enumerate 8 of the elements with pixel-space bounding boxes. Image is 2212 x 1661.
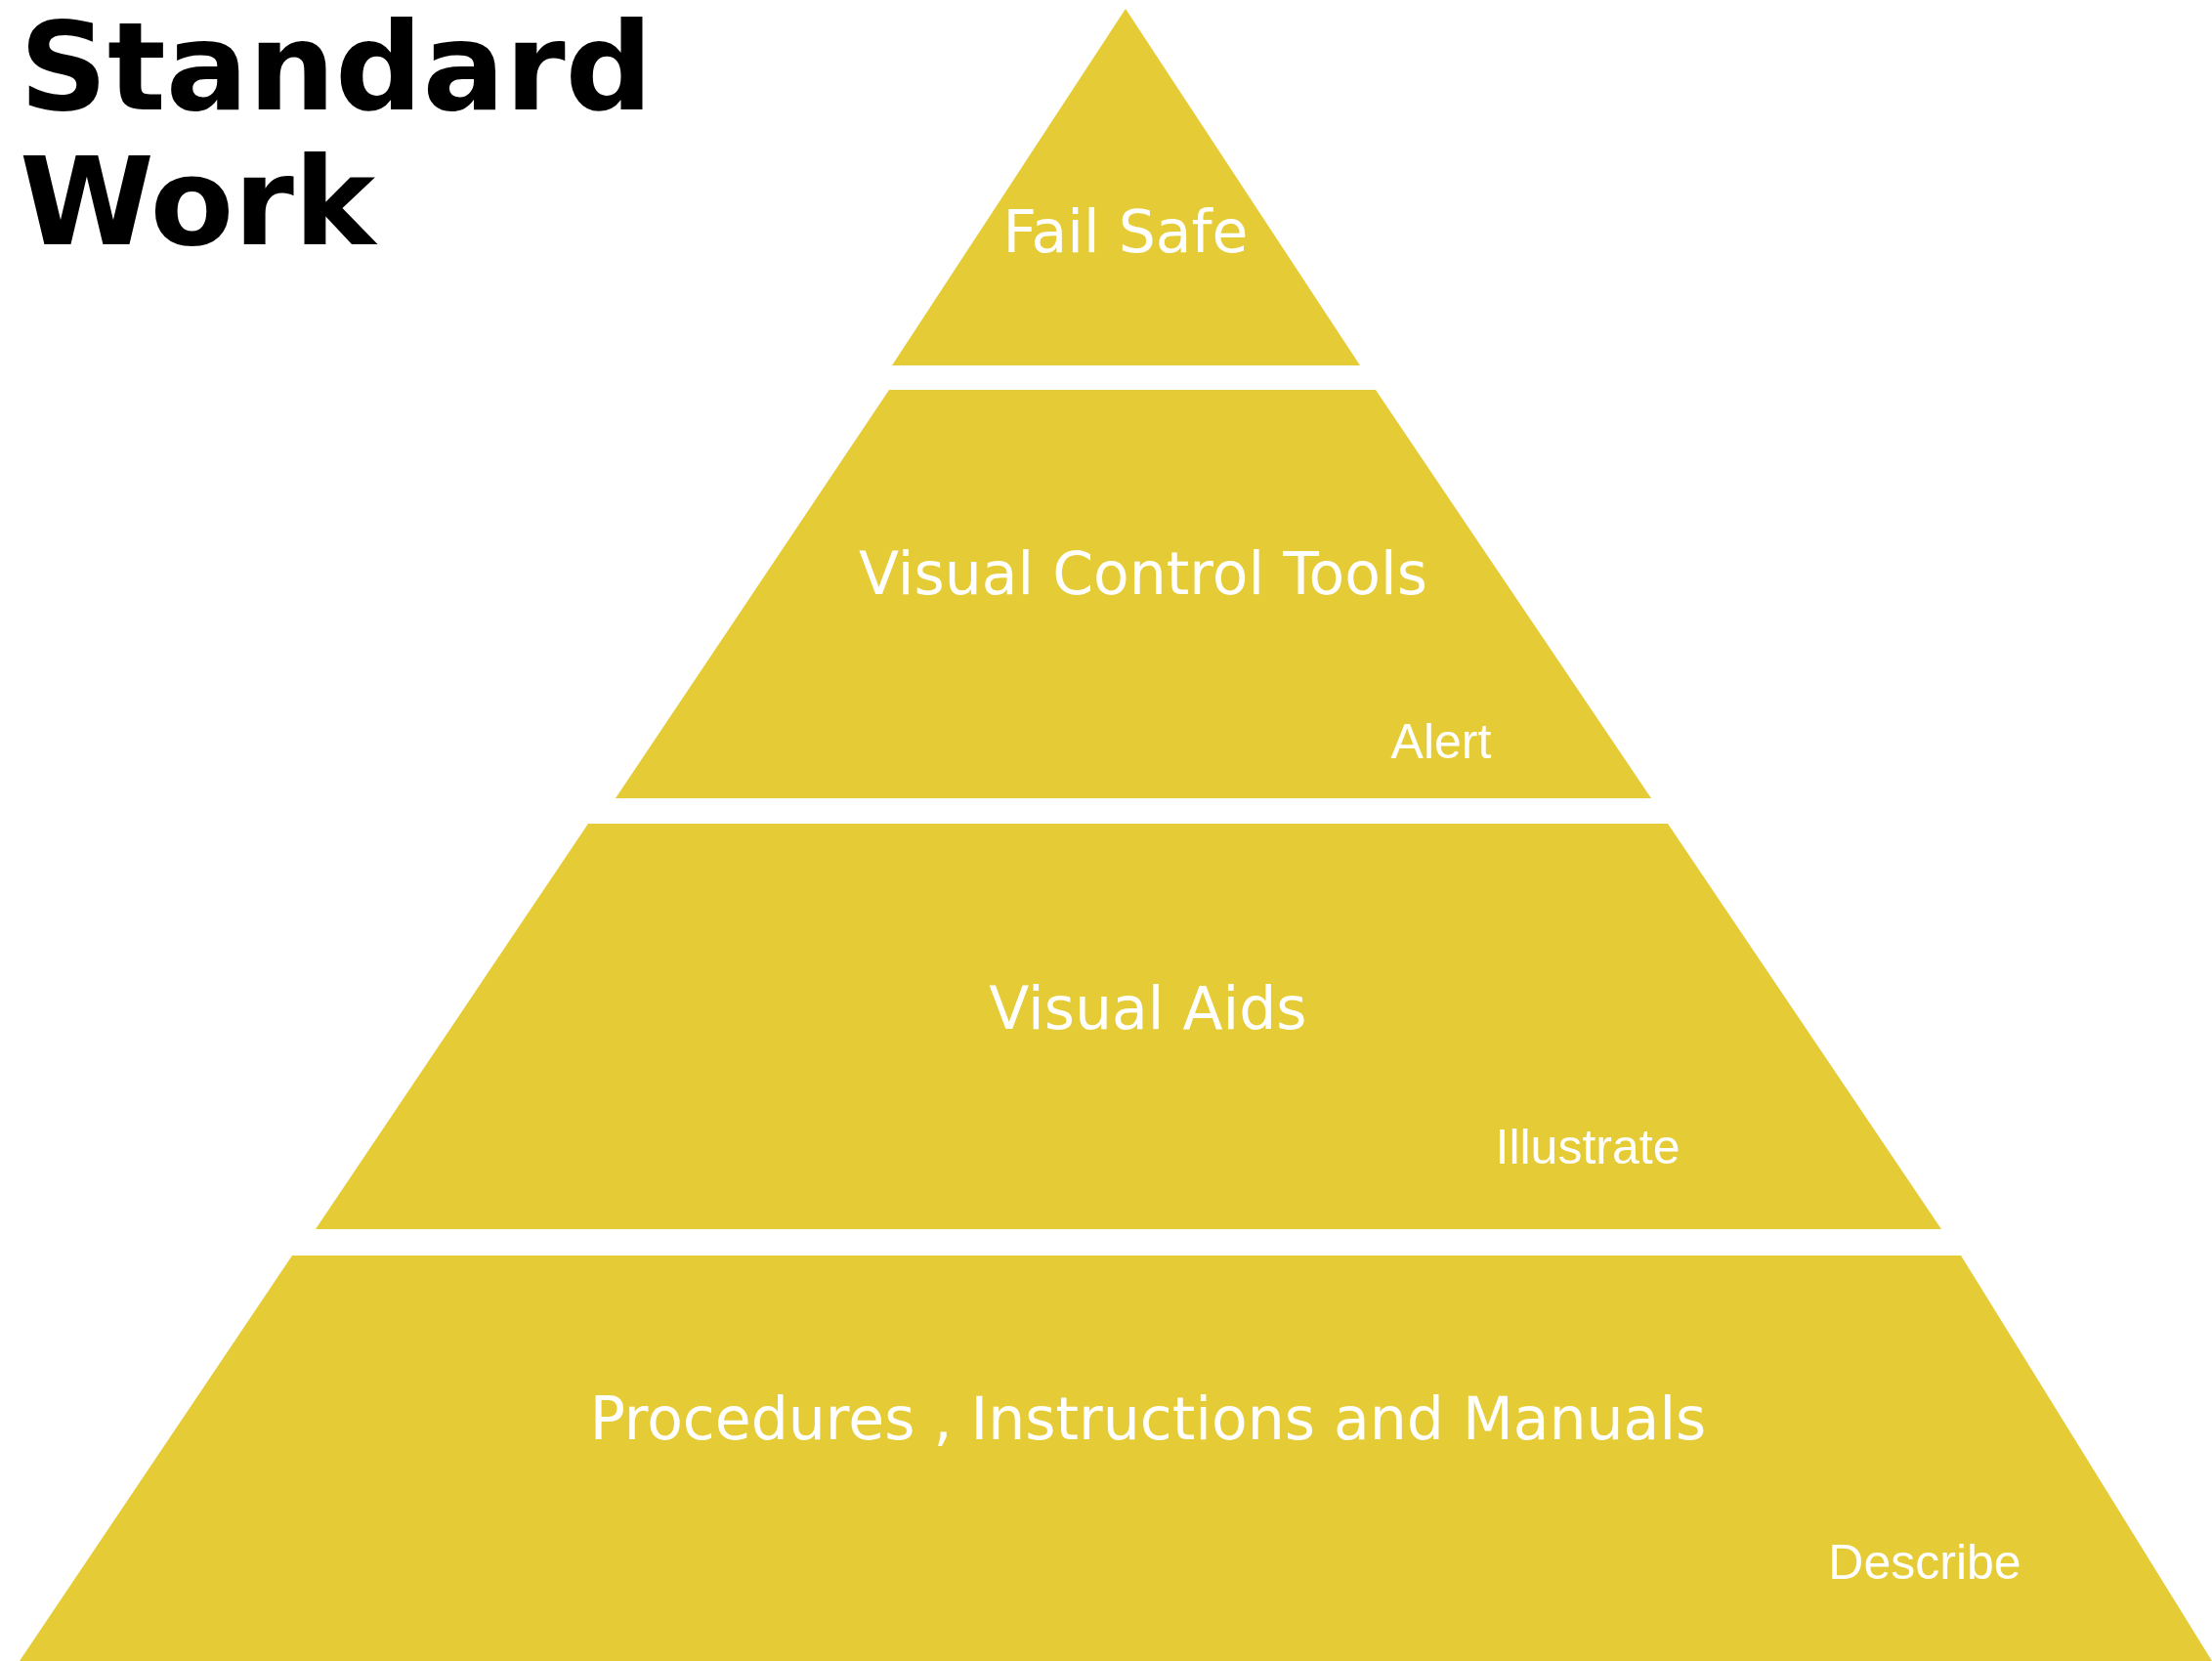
- tier-caption: Alert: [1390, 713, 1492, 770]
- tier-label: Visual Control Tools: [858, 538, 1428, 610]
- tier-label: Fail Safe: [1001, 196, 1250, 268]
- tier-label: Visual Aids: [988, 973, 1308, 1044]
- tier-caption: Describe: [1828, 1534, 2021, 1591]
- tier-caption: Illustrate: [1495, 1119, 1680, 1175]
- page-title: Standard Work: [20, 0, 645, 269]
- tier-label: Procedures , Instructions and Manuals: [588, 1384, 1708, 1455]
